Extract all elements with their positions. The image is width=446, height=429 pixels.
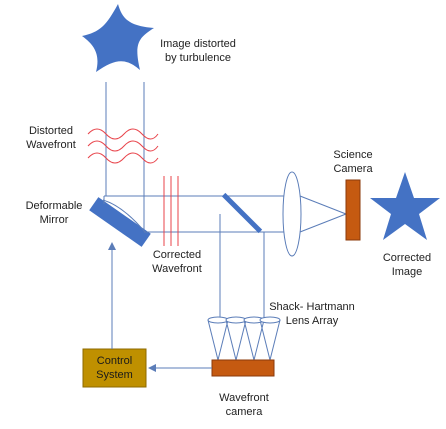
label-science-camera: Science Camera	[333, 149, 373, 175]
corrected-star-icon	[370, 172, 440, 240]
converge-top	[299, 195, 347, 215]
label-image-distorted: Image distorted by turbulence	[160, 38, 236, 64]
label-corrected-wavefront: Corrected Wavefront	[152, 249, 202, 275]
deformable-mirror-surface	[102, 199, 146, 233]
science-camera	[345, 179, 361, 241]
wavefront-camera	[211, 359, 275, 377]
label-corrected-image: Corrected Image	[382, 252, 432, 278]
label-deformable-mirror: Deformable Mirror	[25, 200, 83, 226]
corrected-wavefront-lines	[163, 176, 179, 246]
control-system-box	[82, 348, 147, 388]
label-wavefront-camera: Wavefront camera	[219, 392, 269, 418]
label-distorted-wavefront: Distorted Wavefront	[26, 125, 76, 151]
distorted-star-icon	[82, 4, 154, 72]
beam-splitter	[221, 192, 263, 234]
distorted-wavefront-waves	[87, 128, 159, 164]
focusing-lens	[282, 171, 302, 257]
label-shack-hartmann: Shack- Hartmann Lens Array	[269, 301, 355, 327]
label-control-system: Control System	[96, 355, 133, 381]
converge-bottom	[299, 213, 347, 233]
deformable-mirror	[89, 197, 151, 247]
